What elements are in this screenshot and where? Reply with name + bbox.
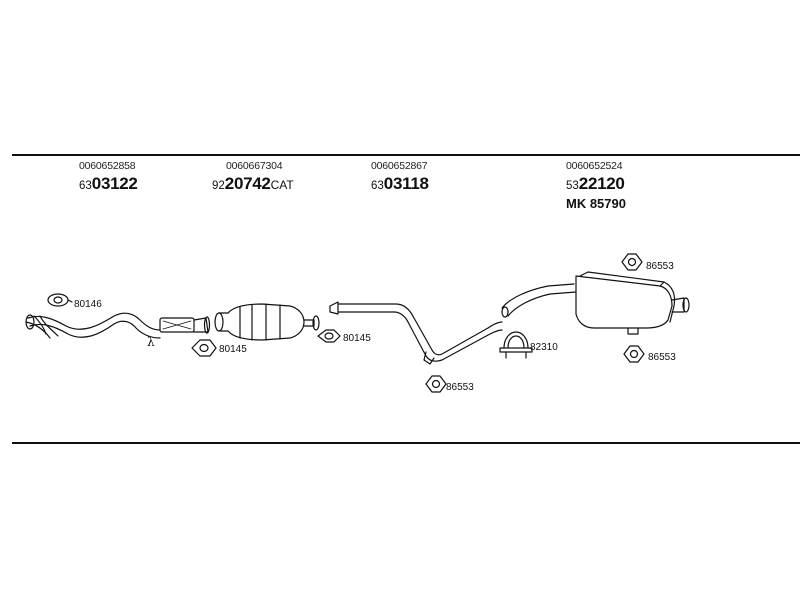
ref-suffix: CAT bbox=[270, 178, 294, 192]
label-gasket-cat-front: 80145 bbox=[219, 344, 247, 355]
hanger-rear-top-icon bbox=[621, 253, 643, 271]
gasket-cat-rear-icon bbox=[317, 329, 341, 343]
gasket-front-icon bbox=[47, 293, 73, 307]
part-number-rear-silencer: 0060652524 bbox=[566, 160, 623, 172]
bottom-divider bbox=[12, 442, 800, 444]
ref-prefix: 63 bbox=[79, 180, 92, 192]
ref-front-pipe: 6303122 bbox=[79, 175, 138, 193]
rear-silencer bbox=[501, 271, 690, 335]
middle-pipe bbox=[329, 301, 503, 365]
ref-main: 03122 bbox=[91, 174, 138, 193]
part-number-catalyst: 0060667304 bbox=[226, 160, 283, 172]
hanger-rear-bottom-icon bbox=[623, 345, 645, 363]
ref-main: 03118 bbox=[383, 174, 429, 193]
clamp-icon bbox=[499, 331, 533, 359]
ref-middle-pipe: 6303118 bbox=[371, 175, 429, 193]
ref-main: 20742 bbox=[224, 174, 271, 193]
part-number-front-pipe: 0060652858 bbox=[79, 160, 136, 172]
label-gasket-front: 80146 bbox=[74, 299, 102, 310]
hanger-middle-icon bbox=[425, 375, 447, 393]
gasket-cat-front-icon bbox=[191, 339, 217, 357]
front-pipe bbox=[25, 312, 211, 339]
label-hanger-rear-top: 86553 bbox=[646, 261, 674, 272]
mounting-kit-label: MK 85790 bbox=[566, 196, 626, 211]
ref-rear-silencer: 5322120 bbox=[566, 175, 625, 193]
top-divider bbox=[12, 154, 800, 156]
ref-prefix: 53 bbox=[566, 180, 579, 192]
ref-main: 22120 bbox=[578, 174, 625, 193]
ref-prefix: 63 bbox=[371, 180, 384, 192]
label-gasket-cat-rear: 80145 bbox=[343, 333, 371, 344]
lambda-sensor-symbol: λ bbox=[147, 335, 155, 349]
label-clamp: 82310 bbox=[530, 342, 558, 353]
ref-prefix: 92 bbox=[212, 180, 225, 192]
catalytic-converter bbox=[214, 303, 320, 341]
part-number-middle-pipe: 0060652867 bbox=[371, 160, 428, 172]
label-hanger-middle: 86553 bbox=[446, 382, 474, 393]
label-hanger-rear-bottom: 86553 bbox=[648, 352, 676, 363]
ref-catalyst: 9220742CAT bbox=[212, 175, 294, 193]
